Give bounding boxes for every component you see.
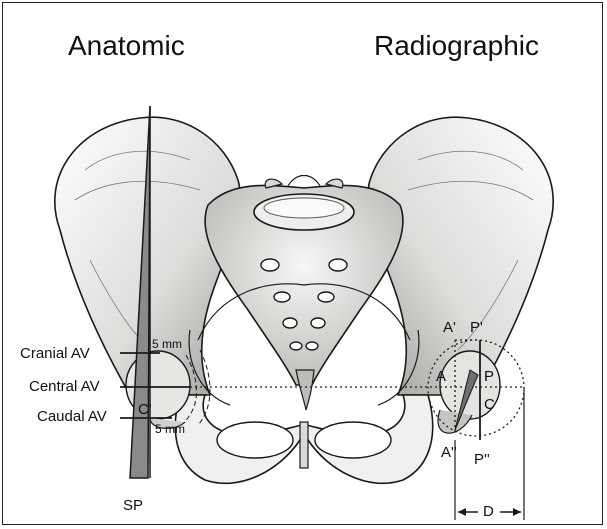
label-c-prime: C' xyxy=(138,402,152,417)
coccyx xyxy=(296,370,314,410)
label-sp: SP xyxy=(123,498,143,513)
label-a: A xyxy=(436,369,446,384)
heading-radiographic: Radiographic xyxy=(374,32,539,60)
label-caudal-av: Caudal AV xyxy=(37,409,107,424)
label-d: D xyxy=(483,504,494,519)
label-p-prime: P' xyxy=(470,320,483,335)
label-a-double-prime: A'' xyxy=(441,445,457,460)
label-a-prime: A' xyxy=(443,320,456,335)
label-c: C xyxy=(484,397,495,412)
label-5mm-bottom: 5 mm xyxy=(155,423,185,435)
pubic-symphysis xyxy=(300,422,308,468)
label-p: P xyxy=(484,369,494,384)
right-obturator-foramen xyxy=(315,422,391,458)
heading-anatomic: Anatomic xyxy=(68,32,185,60)
label-central-av: Central AV xyxy=(29,379,100,394)
label-5mm-top: 5 mm xyxy=(152,338,182,350)
label-cranial-av: Cranial AV xyxy=(20,346,90,361)
left-obturator-foramen xyxy=(217,422,293,458)
label-p-double-prime: P'' xyxy=(474,452,490,467)
